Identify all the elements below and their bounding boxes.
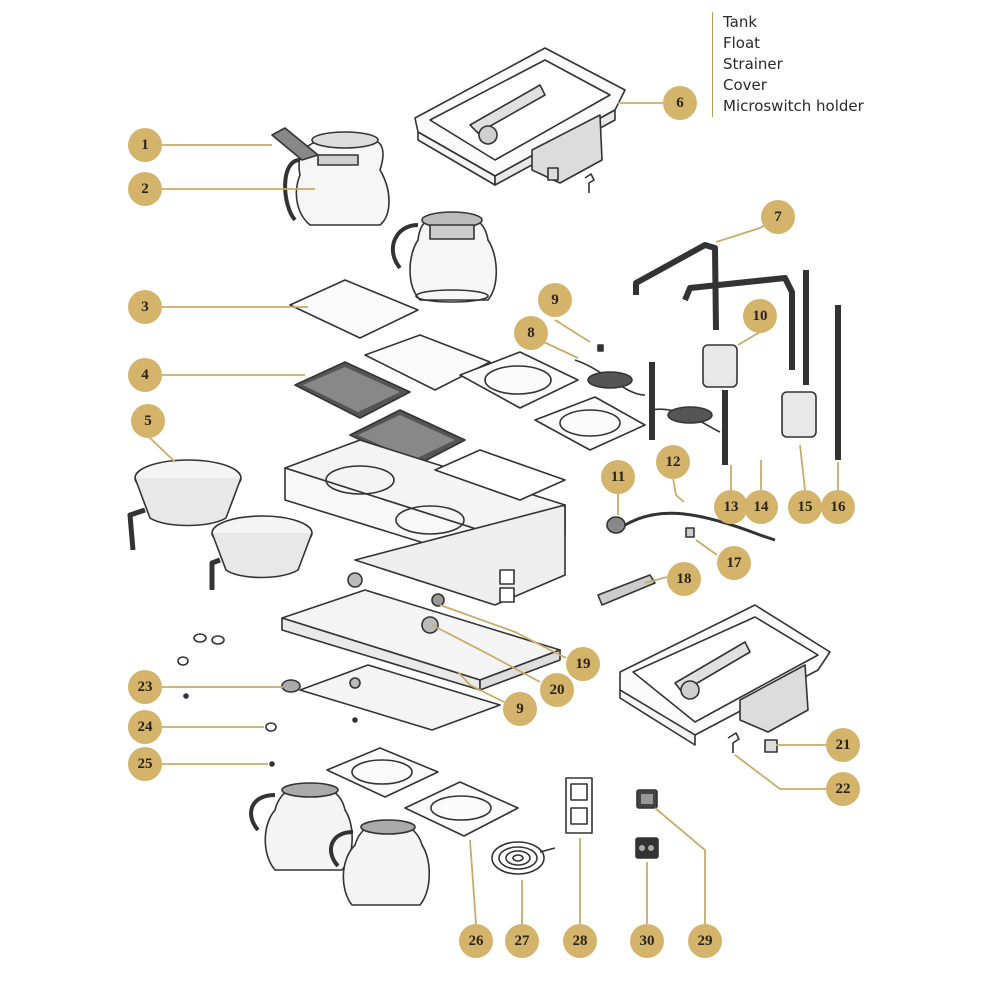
callout-badge: 28 xyxy=(563,924,597,958)
callout-badge: 24 xyxy=(128,710,162,744)
callout-badge: 20 xyxy=(540,673,574,707)
callout-badge: 10 xyxy=(743,299,777,333)
callout-badge: 14 xyxy=(744,490,778,524)
callout-badge: 9 xyxy=(503,692,537,726)
callout-badge: 16 xyxy=(821,490,855,524)
callout-badge: 5 xyxy=(131,404,165,438)
carafe-drawing-a xyxy=(271,127,390,226)
machine-body-drawing xyxy=(281,439,566,731)
callout-badge: 19 xyxy=(566,647,600,681)
callout-leader-lines xyxy=(147,102,839,925)
legend-item: Cover xyxy=(723,76,767,94)
parts-legend: Tank Float Strainer Cover Microswitch ho… xyxy=(712,12,864,117)
warmer-plate-bottom-a xyxy=(326,747,439,798)
cover-plate-drawing-b xyxy=(364,334,491,391)
callout-badge: 12 xyxy=(656,445,690,479)
heating-coil-drawing xyxy=(491,841,556,875)
switch-plate-drawing xyxy=(565,777,593,834)
callout-badge: 1 xyxy=(128,128,162,162)
callout-badge: 2 xyxy=(128,172,162,206)
callout-badge: 3 xyxy=(128,290,162,324)
small-parts-drawing xyxy=(177,633,358,767)
tank-bottom-drawing xyxy=(619,604,831,753)
carafe-drawing-c xyxy=(249,782,353,871)
brew-basket-drawing-a xyxy=(127,459,242,551)
callout-badge: 9 xyxy=(538,283,572,317)
callout-badge: 23 xyxy=(128,670,162,704)
callout-badge: 18 xyxy=(667,562,701,596)
callout-badge: 17 xyxy=(717,546,751,580)
warmer-plate-b xyxy=(534,396,646,451)
legend-item: Float xyxy=(723,34,761,52)
power-cord-drawing xyxy=(606,511,776,542)
callout-badge: 27 xyxy=(505,924,539,958)
rocker-switch-drawing xyxy=(636,789,658,809)
heating-tubes-drawing xyxy=(574,242,841,465)
cover-plate-drawing xyxy=(289,279,419,339)
callout-badge: 8 xyxy=(514,316,548,350)
callout-badge: 22 xyxy=(826,772,860,806)
legend-item: Microswitch holder xyxy=(723,97,864,115)
connector-strip-drawing xyxy=(597,574,656,606)
callout-badge: 6 xyxy=(663,86,697,120)
double-switch-drawing xyxy=(635,837,659,859)
tank-top-drawing xyxy=(414,47,626,193)
callout-badge: 4 xyxy=(128,358,162,392)
brew-basket-drawing-b xyxy=(209,515,313,590)
legend-item: Tank xyxy=(723,13,758,31)
carafe-drawing-d xyxy=(328,819,431,906)
callout-badge: 25 xyxy=(128,747,162,781)
callout-badge: 29 xyxy=(688,924,722,958)
callout-badge: 13 xyxy=(714,490,748,524)
callout-badge: 7 xyxy=(761,200,795,234)
legend-item: Strainer xyxy=(723,55,783,73)
warmer-plate-bottom-b xyxy=(404,781,519,837)
callout-badge: 21 xyxy=(826,728,860,762)
warmer-plate-a xyxy=(459,351,579,409)
callout-badge: 11 xyxy=(601,460,635,494)
callout-badge: 30 xyxy=(630,924,664,958)
callout-badge: 15 xyxy=(788,490,822,524)
carafe-drawing-b xyxy=(390,211,498,303)
drip-tray-grill-a xyxy=(294,361,411,419)
callout-badge: 26 xyxy=(459,924,493,958)
